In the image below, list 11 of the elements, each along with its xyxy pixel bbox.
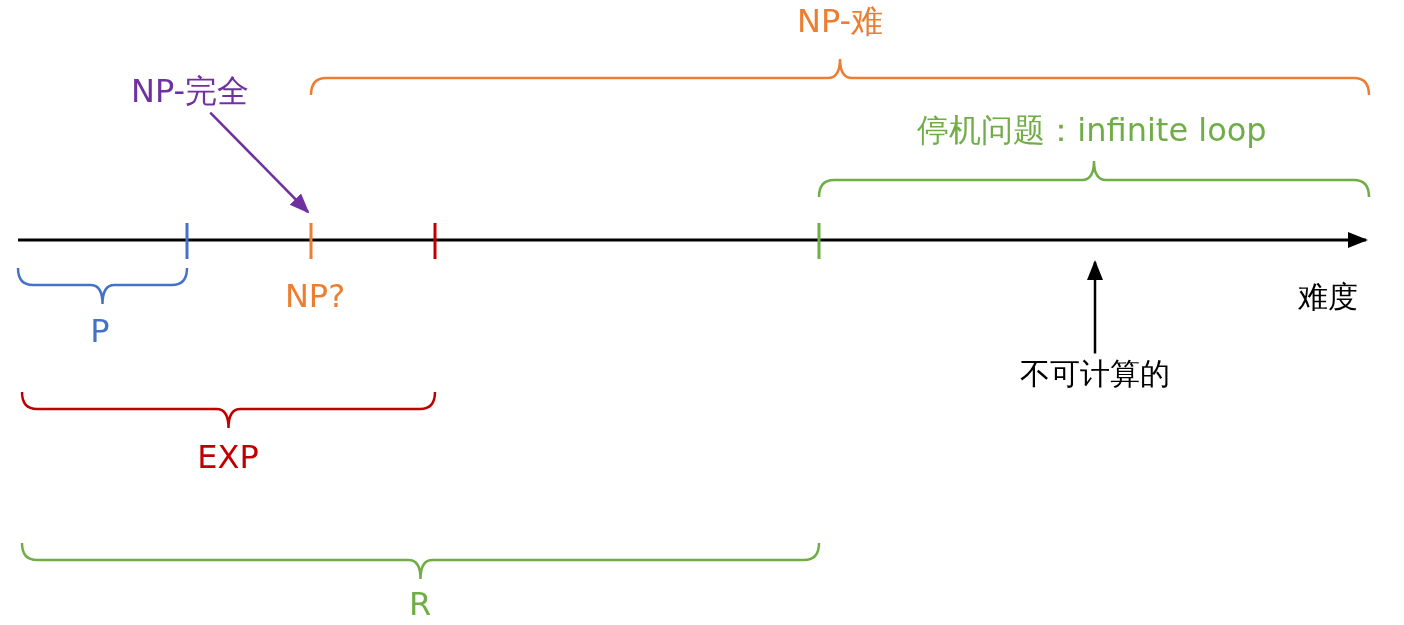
arrow	[209, 111, 310, 214]
arrow	[1087, 260, 1103, 354]
label-text: R	[408, 587, 432, 623]
label-text: 难度	[1298, 279, 1358, 313]
node-text: 不可计算的	[1020, 356, 1170, 390]
label-text: P	[90, 314, 110, 350]
label-text: NP?	[284, 279, 346, 315]
label-text: EXP	[197, 440, 259, 476]
label-text: 停机问题：infinite loop	[917, 113, 1267, 149]
label-text: NP-难	[796, 4, 884, 40]
node-text: NP-完全	[130, 74, 250, 110]
